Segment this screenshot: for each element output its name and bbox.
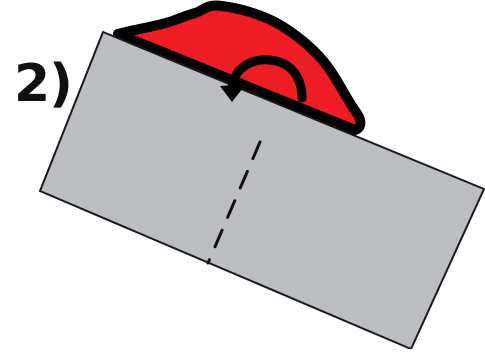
step-number-label: 2) — [14, 58, 72, 110]
